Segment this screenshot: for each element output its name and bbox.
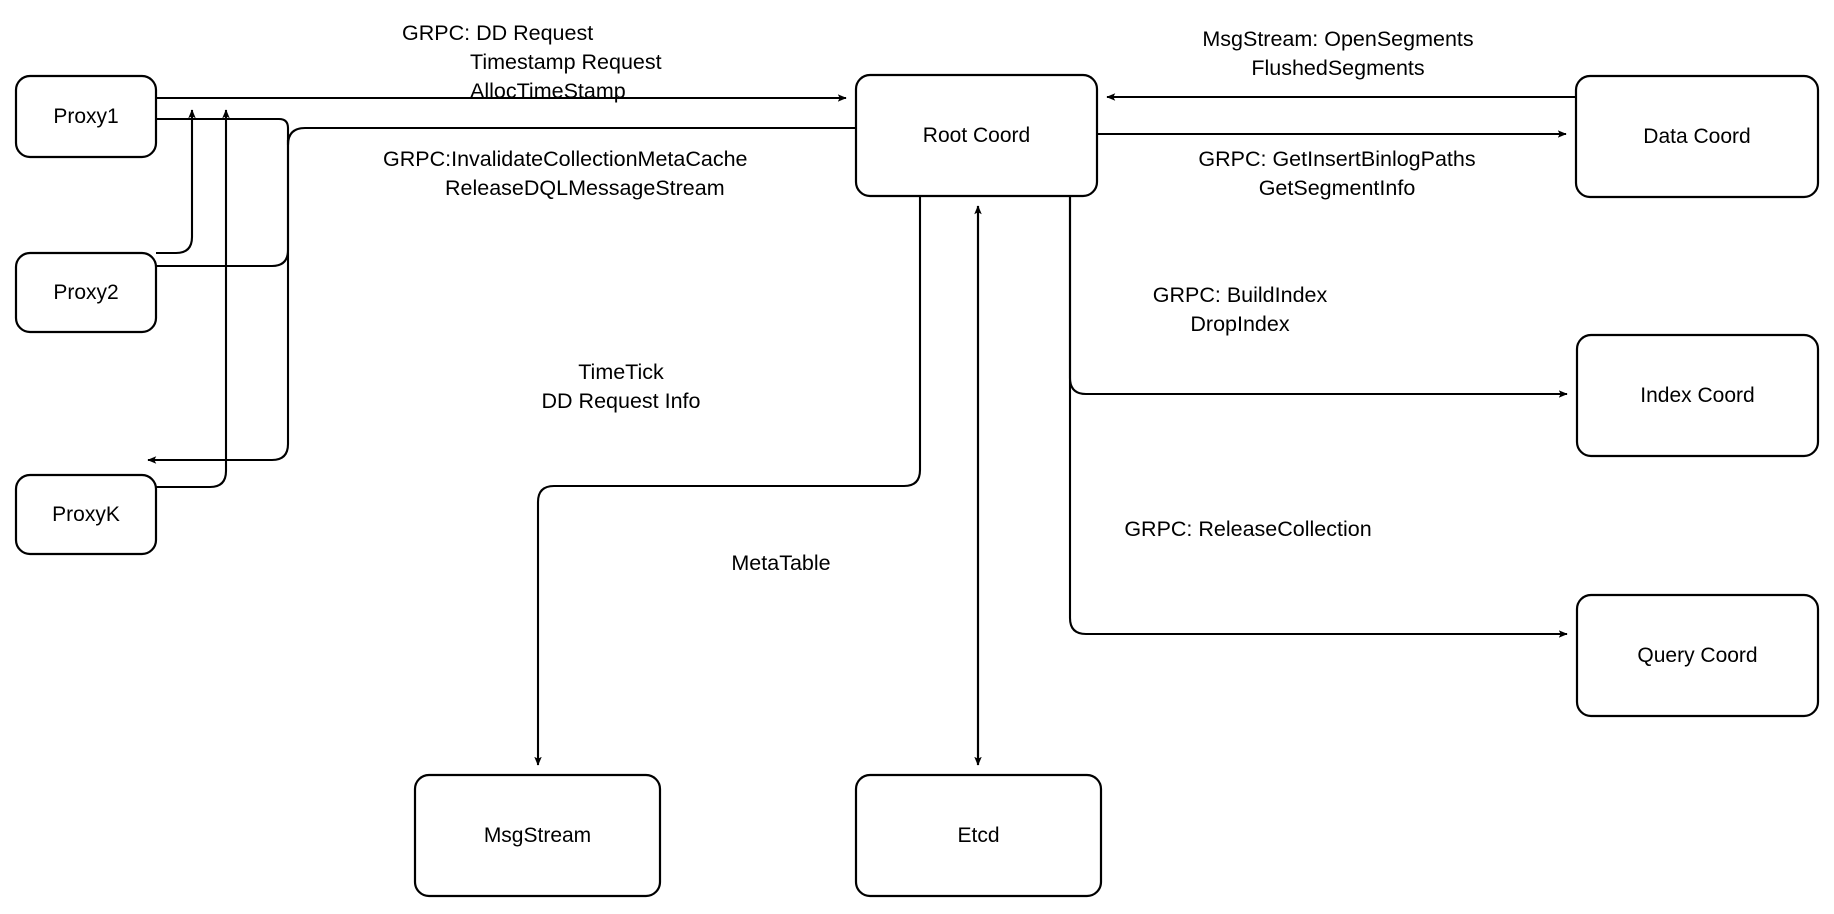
edge-label-root-to-query: GRPC: ReleaseCollection [1124, 517, 1371, 541]
node-label-datacoord: Data Coord [1643, 125, 1750, 148]
edge-rootcoord-to-proxy2 [147, 140, 290, 270]
node-label-proxy1: Proxy1 [53, 105, 118, 128]
edge-label-line: DD Request Info [542, 389, 701, 413]
edge-rootcoord-to-proxy1 [147, 115, 856, 146]
node-label-proxy2: Proxy2 [53, 281, 118, 304]
node-proxy2[interactable]: Proxy2 [14, 251, 158, 334]
node-proxyk[interactable]: ProxyK [14, 473, 158, 556]
edge-label-line: FlushedSegments [1251, 56, 1424, 80]
edge-label-root-to-proxy: GRPC:InvalidateCollectionMetaCacheReleas… [383, 147, 747, 200]
node-querycoord[interactable]: Query Coord [1575, 593, 1820, 718]
node-box-proxy2[interactable] [14, 251, 158, 334]
edge-label-line: Timestamp Request [470, 50, 662, 74]
edge-label-line: GRPC: DD Request [402, 21, 593, 45]
edge-label-line: DropIndex [1190, 312, 1289, 336]
node-msgstream[interactable]: MsgStream [413, 773, 662, 898]
edge-label-line: MetaTable [731, 551, 830, 575]
edge-label-root-to-msgstream: TimeTick DD Request Info [542, 360, 701, 413]
edge-label-line: GRPC:InvalidateCollectionMetaCache [383, 147, 747, 171]
edge-proxyk-to-rootcoord [156, 109, 230, 489]
node-indexcoord[interactable]: Index Coord [1575, 333, 1820, 458]
edge-label-line: GRPC: BuildIndex [1153, 283, 1328, 307]
node-box-rootcoord[interactable] [854, 73, 1099, 198]
node-proxy1[interactable]: Proxy1 [14, 74, 158, 159]
edge-label-line: AllocTimeStamp [470, 79, 626, 103]
edge-rootcoord-to-msgstream [534, 196, 922, 766]
node-label-etcd: Etcd [957, 824, 999, 847]
node-label-proxyk: ProxyK [52, 503, 120, 526]
node-box-datacoord[interactable] [1574, 74, 1820, 199]
edge-label-line: GRPC: GetInsertBinlogPaths [1198, 147, 1475, 171]
edge-label-line: GetSegmentInfo [1259, 176, 1416, 200]
node-datacoord[interactable]: Data Coord [1574, 74, 1820, 199]
node-label-querycoord: Query Coord [1637, 644, 1757, 667]
edge-rootcoord-to-proxyk [147, 140, 290, 464]
edge-label-line: TimeTick [578, 360, 664, 384]
edge-proxy2-to-rootcoord [156, 109, 196, 255]
node-box-proxy1[interactable] [14, 74, 158, 159]
node-box-etcd[interactable] [854, 773, 1103, 898]
node-box-proxyk[interactable] [14, 473, 158, 556]
edges-layer [147, 93, 1576, 766]
node-label-indexcoord: Index Coord [1640, 384, 1754, 407]
node-etcd[interactable]: Etcd [854, 773, 1103, 898]
node-rootcoord[interactable]: Root Coord [854, 73, 1099, 198]
node-label-msgstream: MsgStream [484, 824, 591, 847]
edge-label-line: ReleaseDQLMessageStream [445, 176, 725, 200]
node-label-rootcoord: Root Coord [923, 124, 1030, 147]
edge-label-root-etcd: MetaTable [731, 551, 830, 575]
edge-rootcoord-to-querycoord [1068, 196, 1568, 638]
edge-label-line: GRPC: ReleaseCollection [1124, 517, 1371, 541]
node-box-indexcoord[interactable] [1575, 333, 1820, 458]
edge-label-line: MsgStream: OpenSegments [1202, 27, 1473, 51]
node-box-querycoord[interactable] [1575, 593, 1820, 718]
node-box-msgstream[interactable] [413, 773, 662, 898]
